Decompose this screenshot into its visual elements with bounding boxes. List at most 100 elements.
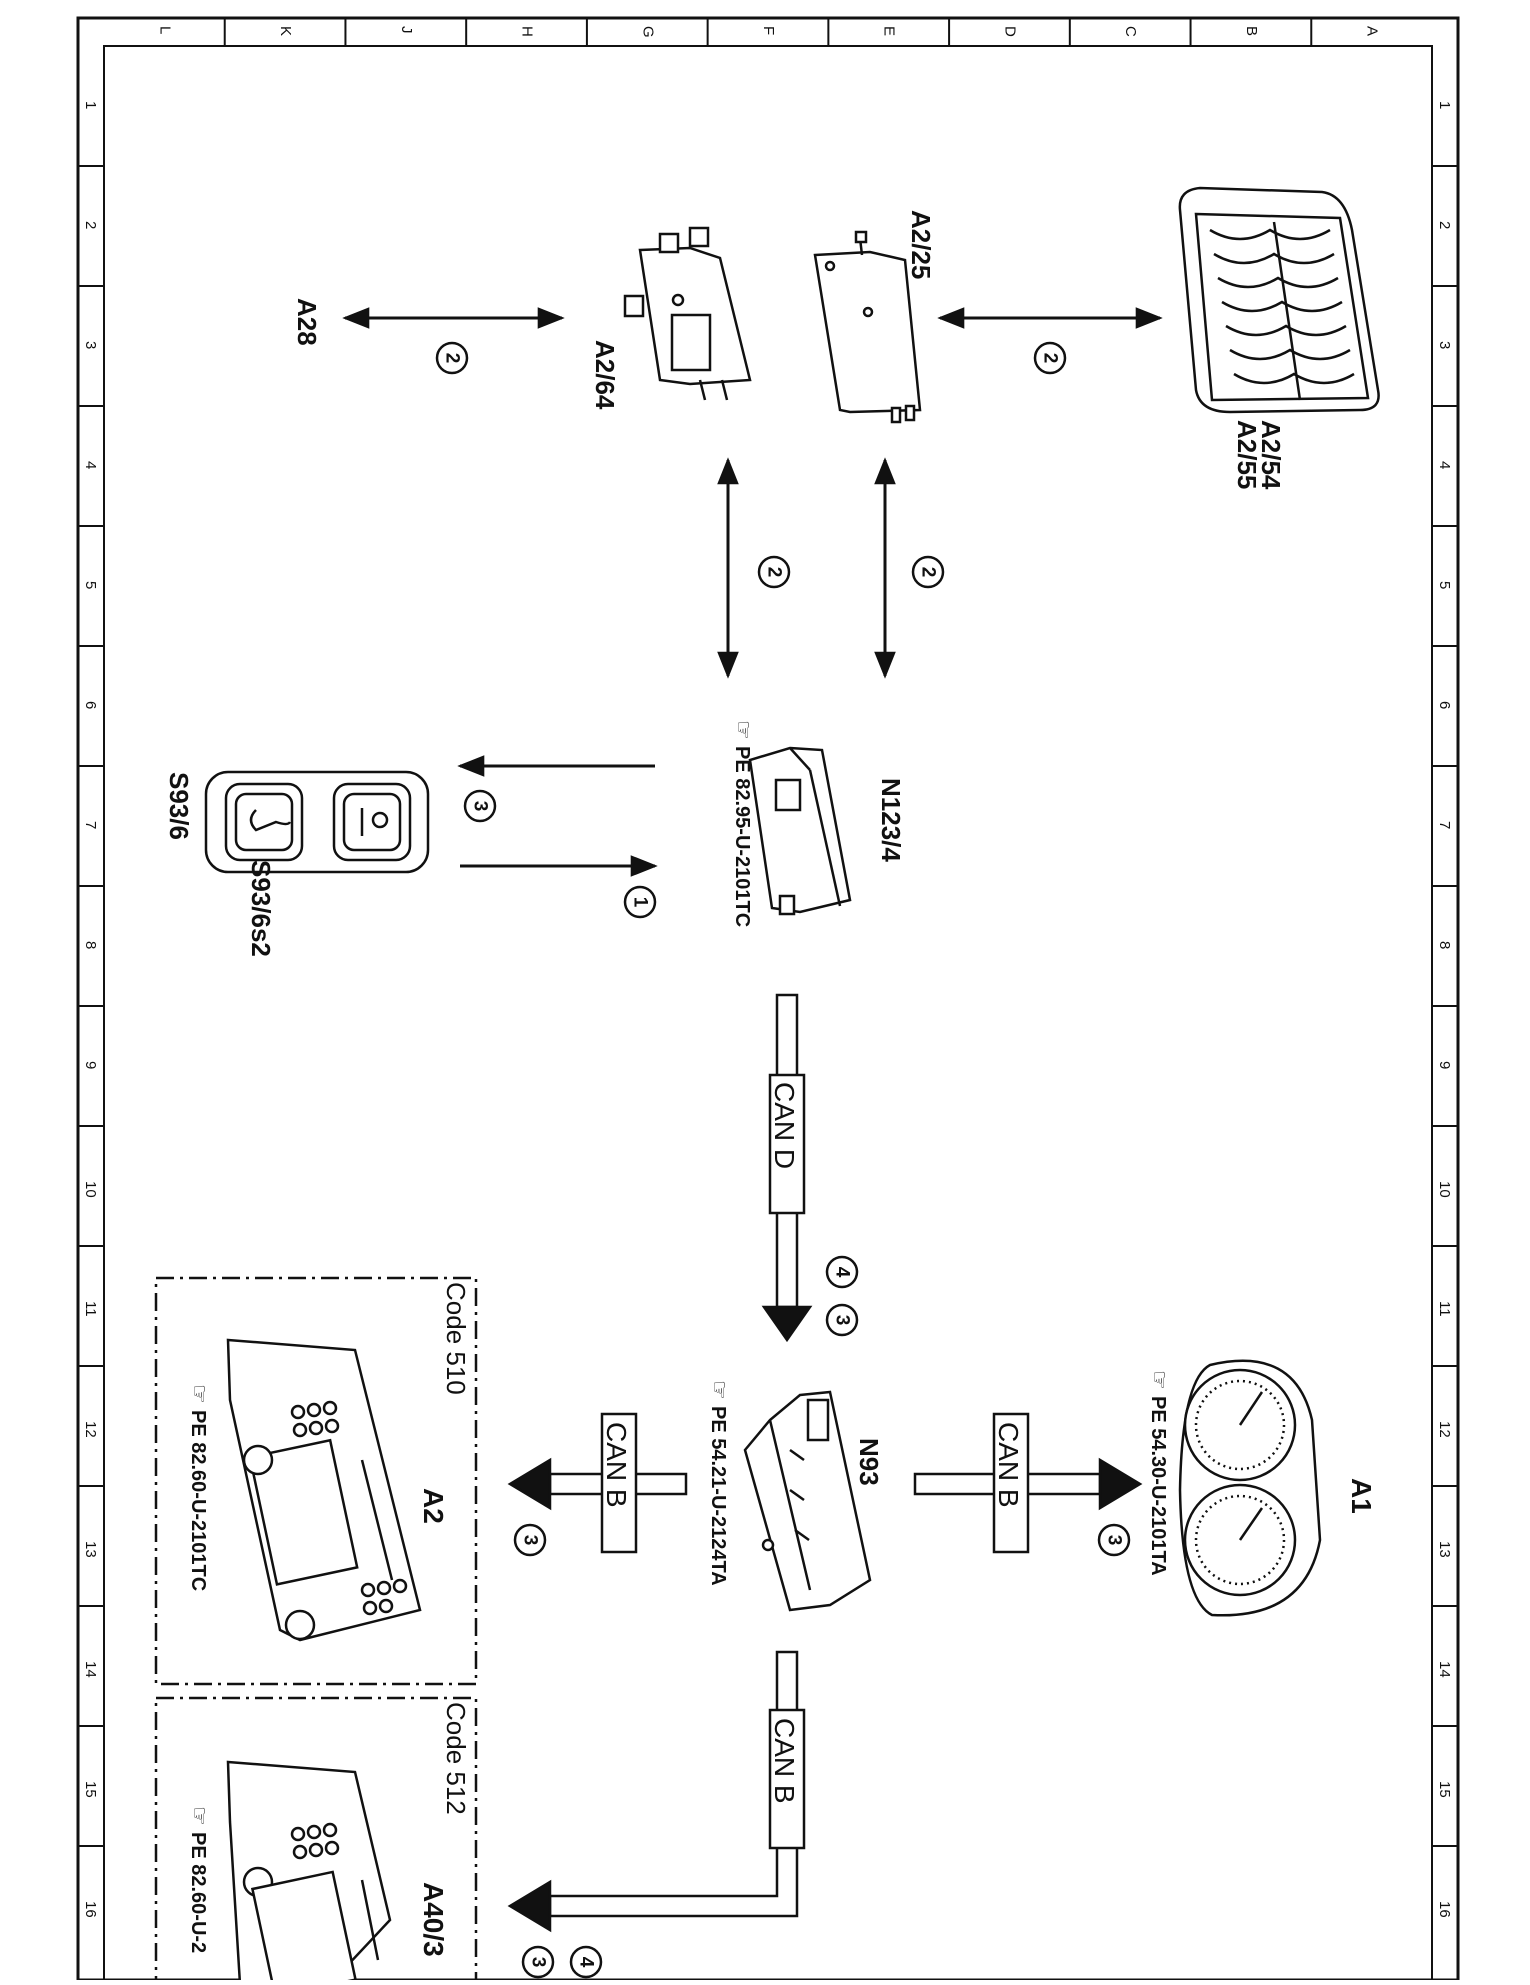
n123-4-module-icon	[748, 746, 852, 916]
label-a2-64: A2/64	[590, 340, 620, 410]
can-d-label: CAN D	[769, 1082, 800, 1169]
column-label: D	[1001, 26, 1018, 37]
label-a2-25: A2/25	[906, 210, 936, 279]
row-label-left: 16	[82, 1901, 99, 1918]
svg-text:2: 2	[442, 353, 463, 364]
row-label-left: 3	[82, 341, 99, 349]
label-n123-4: N123/4	[876, 778, 906, 862]
marker-1-s93: 1	[623, 885, 657, 919]
label-n93: N93	[854, 1438, 884, 1486]
svg-text:2: 2	[1040, 353, 1061, 364]
label-a28: A28	[292, 298, 322, 346]
signal-arrows	[342, 307, 1163, 877]
ref-n93: PE 54.21-U-2124TA	[707, 1406, 729, 1586]
label-a1: A1	[1346, 1478, 1377, 1514]
ref-n123-4: PE 82.95-U-2101TC	[731, 746, 753, 927]
marker-2-a2-54: 2	[1033, 341, 1067, 375]
pointer-icon-a40-3: ☞	[187, 1806, 212, 1826]
can-b-label-box-a40-3	[768, 1708, 806, 1850]
row-label-left: 15	[82, 1781, 99, 1798]
svg-text:3: 3	[470, 801, 491, 812]
column-label: B	[1243, 26, 1260, 36]
marker-3-s93: 3	[463, 789, 497, 823]
row-label-right: 6	[1436, 701, 1453, 709]
row-label-right: 5	[1436, 581, 1453, 589]
svg-text:1: 1	[630, 897, 651, 908]
a2-25-module-icon	[813, 230, 922, 424]
svg-text:3: 3	[832, 1315, 853, 1326]
s93-6-switch-icon	[204, 770, 430, 874]
label-a40-3: A40/3	[418, 1882, 449, 1957]
pointer-icon-a2: ☞	[187, 1384, 212, 1404]
row-label-left: 7	[82, 821, 99, 829]
row-label-right: 3	[1436, 341, 1453, 349]
row-label-right: 4	[1436, 461, 1453, 469]
row-label-left: 12	[82, 1421, 99, 1438]
marker-4-a40-3: 4	[569, 1945, 603, 1979]
svg-text:4: 4	[576, 1957, 597, 1968]
row-label-right: 1	[1436, 101, 1453, 109]
n93-module-icon	[743, 1390, 872, 1612]
label-a2-code: Code 510	[441, 1282, 471, 1395]
a40-3-option-box	[154, 1696, 478, 1985]
circled-markers: 2 2 2 2 3 1 4 3 3 3 4 3	[435, 341, 1131, 1979]
ref-a40-3: PE 82.60-U-2	[187, 1832, 209, 1953]
column-label: C	[1122, 26, 1139, 37]
column-label: F	[760, 26, 777, 35]
a2-head-unit-icon	[226, 1338, 422, 1642]
pointer-icon-n93: ☞	[707, 1380, 732, 1400]
svg-text:4: 4	[832, 1267, 853, 1278]
row-label-right: 13	[1436, 1541, 1453, 1558]
row-label-right: 12	[1436, 1421, 1453, 1438]
row-label-right: 8	[1436, 941, 1453, 949]
column-label: L	[156, 26, 173, 34]
label-a2: A2	[418, 1488, 449, 1524]
can-b-label-a40-3: CAN B	[769, 1718, 800, 1804]
can-b-label-box-a2	[600, 1412, 638, 1554]
label-s93-6s2: S93/6s2	[246, 860, 276, 957]
column-label: E	[881, 26, 898, 36]
a1-instrument-cluster-icon	[1178, 1359, 1322, 1617]
row-label-left: 11	[82, 1301, 99, 1317]
row-label-left: 13	[82, 1541, 99, 1558]
column-label: G	[639, 26, 656, 38]
pointer-icon-a1: ☞	[1147, 1370, 1172, 1390]
marker-2-left-vertical: 2	[757, 555, 791, 589]
can-b-bus-to-a40-3	[507, 1650, 799, 1933]
row-label-left: 4	[82, 461, 99, 469]
row-label-right: 11	[1436, 1301, 1453, 1317]
column-label: H	[519, 26, 536, 37]
row-label-right: 15	[1436, 1781, 1453, 1798]
marker-3-a1: 3	[1097, 1523, 1131, 1557]
pointer-icon-n123-4: ☞	[731, 720, 756, 740]
row-label-right: 14	[1436, 1661, 1453, 1678]
row-label-left: 8	[82, 941, 99, 949]
row-label-left: 9	[82, 1061, 99, 1069]
row-label-left: 6	[82, 701, 99, 709]
ref-a2: PE 82.60-U-2101TC	[187, 1410, 209, 1591]
svg-text:3: 3	[528, 1957, 549, 1968]
a2-64-module-icon	[623, 226, 752, 401]
row-label-right: 9	[1436, 1061, 1453, 1069]
svg-text:3: 3	[520, 1535, 541, 1546]
can-b-label-a2: CAN B	[601, 1422, 632, 1508]
marker-3-a2: 3	[513, 1523, 547, 1557]
column-label: J	[398, 26, 415, 34]
svg-text:2: 2	[764, 567, 785, 578]
marker-2-a28: 2	[435, 341, 469, 375]
column-label: A	[1364, 26, 1381, 36]
svg-text:3: 3	[1104, 1535, 1125, 1546]
row-label-right: 7	[1436, 821, 1453, 829]
row-label-left: 14	[82, 1661, 99, 1678]
can-b-label-box-a1	[992, 1412, 1030, 1554]
svg-text:2: 2	[918, 567, 939, 578]
label-a2-55: A2/55	[1232, 420, 1262, 489]
label-s93-6: S93/6	[164, 772, 194, 840]
can-b-label-a1: CAN B	[993, 1422, 1024, 1508]
row-label-right: 16	[1436, 1901, 1453, 1918]
row-label-left: 1	[82, 101, 99, 109]
